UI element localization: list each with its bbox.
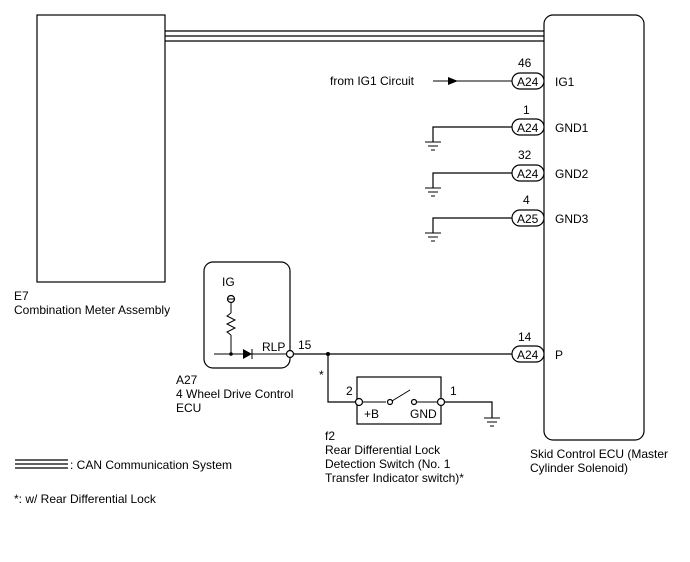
ecu-name-line2: Cylinder Solenoid) (530, 461, 628, 475)
4wd-name-line2: ECU (176, 401, 201, 415)
switch-terminal-gnd (436, 397, 446, 407)
asterisk-marker: * (319, 368, 324, 382)
meter-name: Combination Meter Assembly (14, 303, 170, 317)
arrow-icon (448, 77, 458, 85)
signal-ig1: IG1 (555, 75, 575, 89)
ground-icon (484, 417, 500, 427)
4wd-control-ecu-box (203, 261, 291, 369)
switch-code: f2 (325, 429, 335, 443)
ground-icon (425, 187, 441, 197)
connector-a24-gnd2-label: A24 (517, 167, 539, 181)
switch-contact (386, 398, 394, 406)
connector-a25-gnd3-label: A25 (517, 212, 539, 226)
switch-name-line2: Detection Switch (No. 1 (325, 457, 451, 471)
pin-46-number: 46 (518, 56, 532, 70)
switch-name-line1: Rear Differential Lock (325, 443, 441, 457)
connector-a24-gnd1-label: A24 (517, 121, 539, 135)
ground-icon (425, 141, 441, 151)
can-legend-icon (15, 459, 68, 469)
pin-14-number: 14 (518, 330, 532, 344)
connector-a24-ig1 (511, 72, 545, 90)
ecu-name-line1: Skid Control ECU (Master (530, 447, 668, 461)
4wd-name-line1: 4 Wheel Drive Control (176, 387, 293, 401)
connector-a24-p-label: A24 (517, 348, 539, 362)
switch-b-label: +B (364, 407, 379, 421)
pin-32-number: 32 (518, 148, 532, 162)
ground-icon (425, 232, 441, 242)
switch-gnd-label: GND (410, 407, 437, 421)
pin-1-number: 1 (523, 103, 530, 117)
signal-p: P (555, 348, 563, 362)
connector-a24-p (511, 345, 545, 363)
signal-gnd2: GND2 (555, 167, 589, 181)
switch-name-line3: Transfer Indicator switch)* (325, 471, 464, 485)
meter-code: E7 (14, 289, 29, 303)
footnote: *: w/ Rear Differential Lock (14, 492, 157, 506)
signal-gnd1: GND1 (555, 121, 589, 135)
4wd-code: A27 (176, 373, 198, 387)
switch-pin-2: 2 (346, 384, 353, 398)
connector-a24-ig1-label: A24 (517, 75, 539, 89)
switch-pin-1: 1 (450, 384, 457, 398)
diode-icon (243, 349, 252, 359)
pin-15-number: 15 (298, 338, 312, 352)
combination-meter-box (36, 14, 166, 283)
signal-gnd3: GND3 (555, 212, 589, 226)
switch-contact (410, 398, 418, 406)
switch-lever-icon (391, 389, 411, 402)
switch-terminal-b (354, 397, 364, 407)
pin-4-number: 4 (523, 193, 530, 207)
rlp-label: RLP (262, 340, 285, 354)
resistor-icon (225, 312, 237, 336)
rlp-terminal (285, 349, 295, 359)
can-legend-label: : CAN Communication System (70, 458, 232, 472)
ig1-source-label: from IG1 Circuit (330, 74, 415, 88)
skid-control-ecu-box (543, 14, 645, 441)
ig-label: IG (222, 275, 235, 289)
can-bus (165, 30, 544, 42)
rear-diff-lock-switch-box (356, 376, 442, 425)
